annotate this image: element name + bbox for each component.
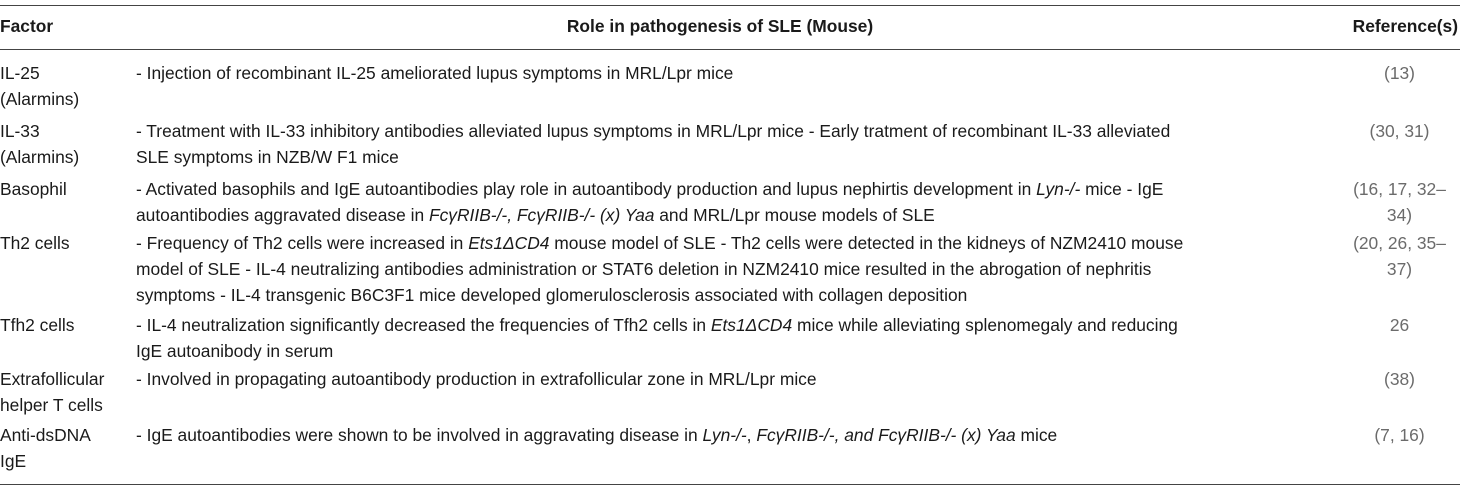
factor-cell: Anti-dsDNA IgE	[0, 425, 91, 471]
factor-cell: IL-25 (Alarmins)	[0, 63, 80, 109]
table-header-rule	[0, 49, 1460, 50]
factor-cell: Tfh2 cells	[0, 315, 75, 335]
reference-cell: (38)	[1384, 369, 1415, 389]
role-cell: - Injection of recombinant IL-25 amelior…	[136, 63, 734, 83]
factor-cell: Extrafollicular helper T cells	[0, 369, 105, 415]
reference-cell: (16, 17, 32– 34)	[1353, 179, 1446, 225]
role-cell: - Involved in propagating autoantibody p…	[136, 369, 817, 389]
reference-cell: 26	[1389, 315, 1410, 335]
table-bottom-rule	[0, 484, 1460, 485]
header-role: Role in pathogenesis of SLE (Mouse)	[566, 16, 874, 36]
role-cell: - Frequency of Th2 cells were increased …	[136, 233, 1184, 305]
reference-cell: (30, 31)	[1369, 121, 1430, 141]
role-cell: - IgE autoantibodies were shown to be in…	[136, 425, 1058, 445]
table-top-rule	[0, 5, 1460, 6]
role-cell: - Activated basophils and IgE autoantibo…	[136, 179, 1164, 225]
header-reference: Reference(s)	[1352, 16, 1458, 36]
reference-cell: (7, 16)	[1374, 425, 1425, 445]
role-cell: - IL-4 neutralization significantly decr…	[136, 315, 1178, 361]
role-cell: - Treatment with IL-33 inhibitory antibo…	[136, 121, 1171, 167]
table-header: Factor Role in pathogenesis of SLE (Mous…	[0, 16, 1460, 44]
factor-cell: Th2 cells	[0, 233, 70, 253]
factor-cell: IL-33 (Alarmins)	[0, 121, 80, 167]
header-factor: Factor	[0, 16, 54, 36]
factor-cell: Basophil	[0, 179, 67, 199]
reference-cell: (13)	[1384, 63, 1415, 83]
reference-cell: (20, 26, 35– 37)	[1353, 233, 1446, 279]
